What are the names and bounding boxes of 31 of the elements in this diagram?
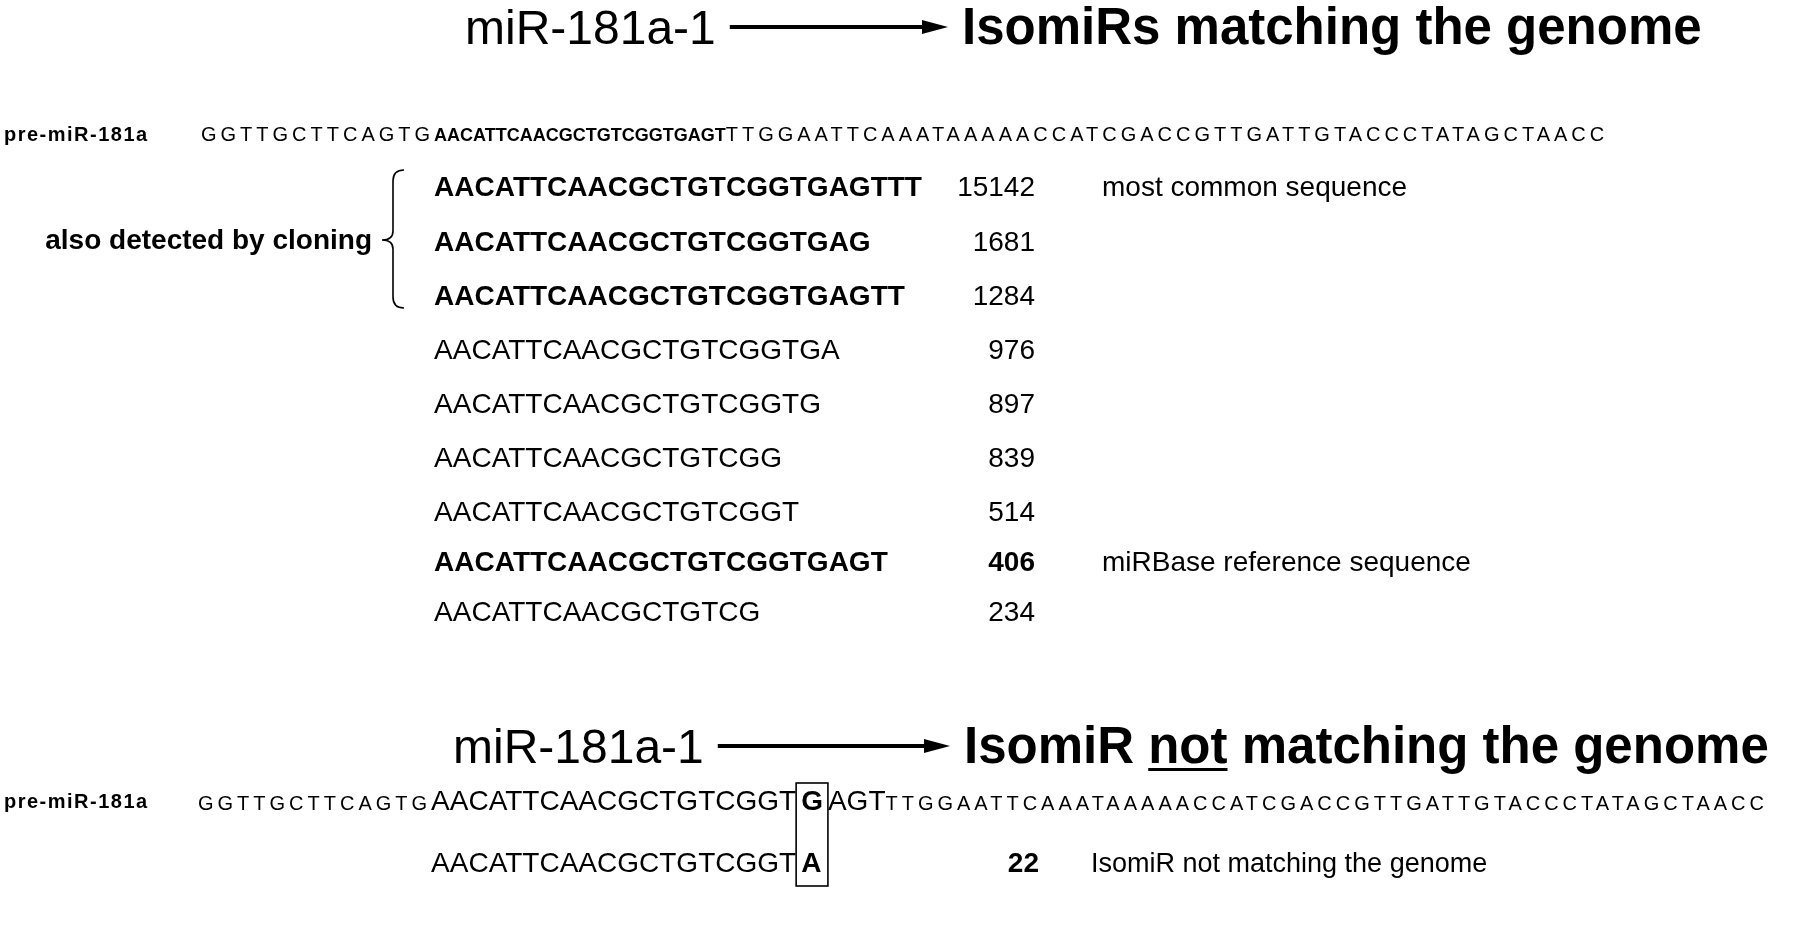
isomir-sequence: AACATTCAACGCTGTCGG	[434, 442, 783, 474]
heading: IsomiR not matching the genome	[964, 718, 1769, 774]
source-label: miR-181a-1	[465, 0, 716, 54]
read-count: 234	[988, 596, 1035, 628]
read-count: 406	[988, 546, 1035, 578]
arrow	[717, 739, 950, 753]
isomir-sequence: AACATTCAACGCTGTCGGTG	[434, 388, 821, 420]
sequence-note: IsomiR not matching the genome	[1091, 847, 1488, 879]
read-count: 897	[988, 388, 1035, 420]
isomir-sequence: AACATTCAACGCTGTCGGTGAGTTT	[434, 171, 922, 203]
sequence-note: most common sequence	[1102, 171, 1408, 203]
sequence-label: pre-miR-181a	[4, 122, 149, 146]
isomir-sequence: AACATTCAACGCTGTCGGTGA	[434, 334, 840, 366]
read-count: 976	[988, 334, 1035, 366]
read-count: 1284	[972, 280, 1035, 312]
read-count: 839	[988, 442, 1035, 474]
isomir-sequence: AACATTCAACGCTGTCGGTGAG	[434, 226, 871, 258]
heading: IsomiRs matching the genome	[962, 0, 1702, 55]
source-label: miR-181a-1	[453, 719, 704, 773]
isomir-sequence: AACATTCAACGCTGTCGGT	[434, 496, 800, 528]
read-count: 514	[988, 496, 1035, 528]
arrow	[729, 20, 948, 34]
read-count: 22	[1007, 847, 1039, 879]
sequence-note: miRBase reference sequence	[1102, 546, 1471, 578]
isomir-sequence: AACATTCAACGCTGTCG	[434, 596, 761, 628]
isomir-sequence: AACATTCAACGCTGTCGGTGAGT	[434, 546, 888, 578]
isomir-sequence: AACATTCAACGCTGTCGGTGAGTT	[434, 280, 905, 312]
read-count: 15142	[957, 171, 1035, 203]
read-count: 1681	[972, 226, 1035, 258]
sequence-label: pre-miR-181a	[4, 789, 149, 813]
bracket-label: also detected by cloning	[45, 224, 372, 256]
